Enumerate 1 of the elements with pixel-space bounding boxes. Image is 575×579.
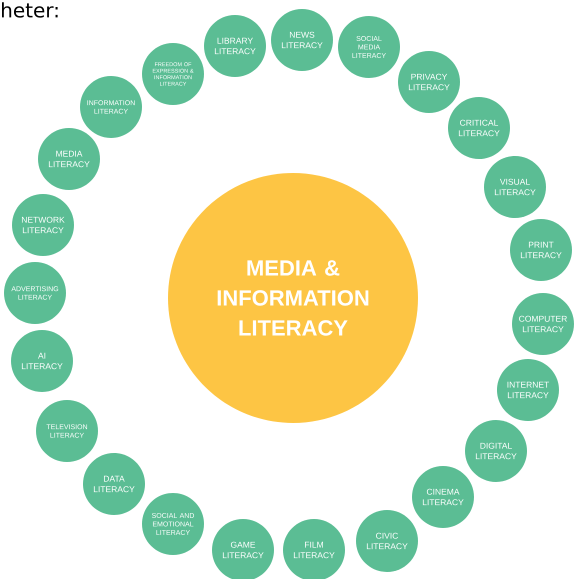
- heading-text: heter:: [2, 2, 58, 18]
